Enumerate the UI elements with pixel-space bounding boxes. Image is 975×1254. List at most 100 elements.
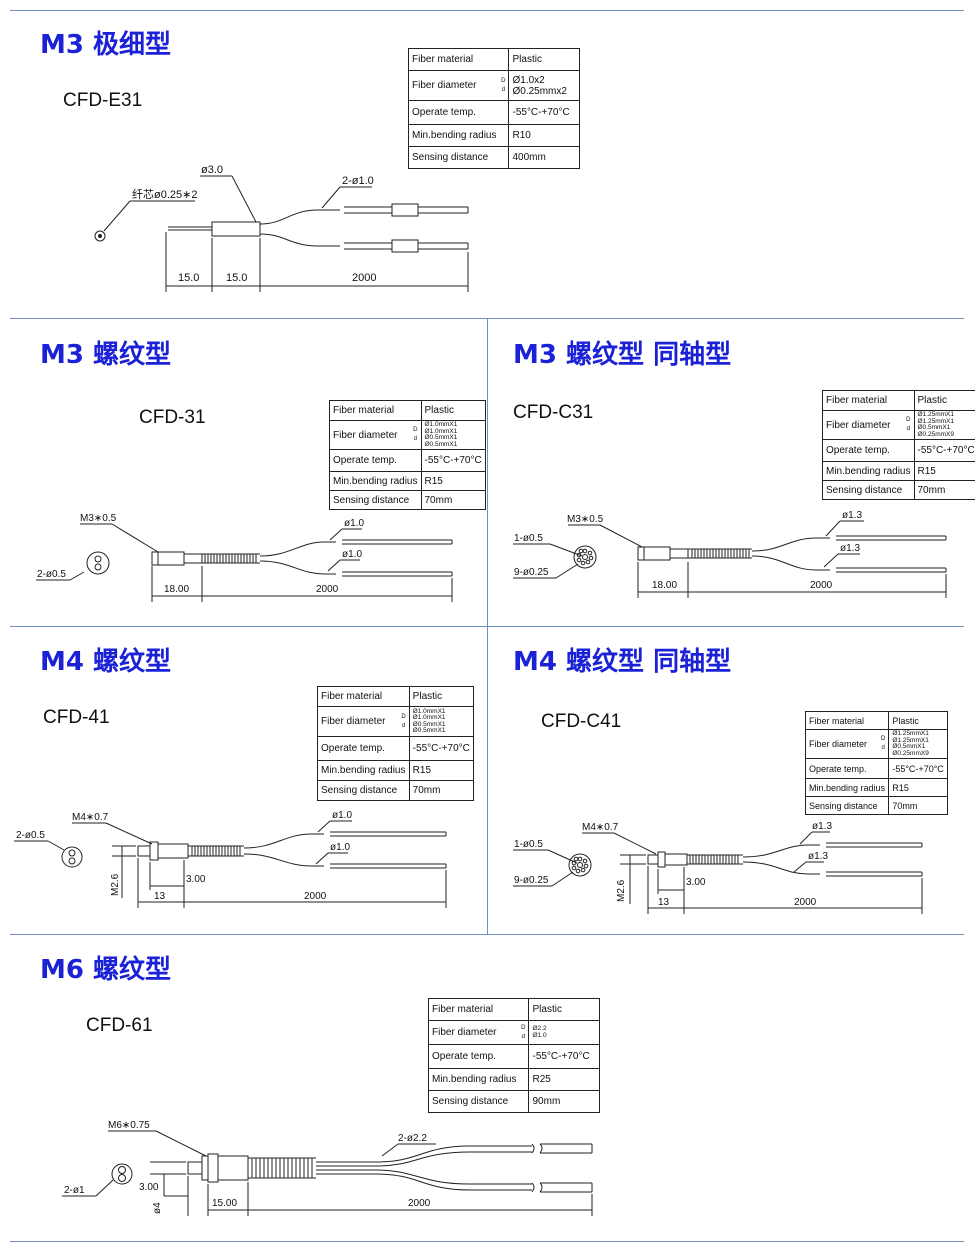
d-big: D xyxy=(413,427,418,433)
diameter-line: Ø1.0mmX1 xyxy=(412,707,446,715)
dimension-drawing: M3∗0.5 1-ø0.5 9-ø0.25 ø1.3 ø1.3 18.00 20… xyxy=(513,510,947,598)
d-small: d xyxy=(401,722,406,729)
spec-label: Sensing distance xyxy=(822,480,915,500)
dimension-drawing: M4∗0.7 2-ø0.5 ø1.0 ø1.0 M2.6 3.00 13 200… xyxy=(14,810,447,908)
spec-label-text: Fiber diameter xyxy=(333,429,398,441)
dimension-label: ø4 xyxy=(152,1202,163,1214)
divider xyxy=(10,10,964,11)
dimension-label: 2-ø0.5 xyxy=(37,569,66,580)
dimension-drawing: M6∗0.75 2-ø1 2-ø2.2 3.00 ø4 15.00 2000 xyxy=(62,1120,593,1216)
diameter-line: Ø0.25mmx2 xyxy=(512,85,567,97)
dimension-label: 2000 xyxy=(810,580,833,591)
model-number: CFD-C41 xyxy=(541,711,622,732)
d-big: D xyxy=(521,1024,526,1031)
dimension-label: 9-ø0.25 xyxy=(514,875,549,886)
diameter-line: Ø1.25mmX1 xyxy=(892,730,929,737)
dimension-label: 2000 xyxy=(352,272,376,284)
dimension-label: 2000 xyxy=(408,1198,431,1209)
column-divider xyxy=(487,318,488,934)
diameter-line: Ø1.0mmX1 xyxy=(424,421,458,428)
d-small: d xyxy=(501,86,505,93)
dimension-label: M4∗0.7 xyxy=(72,812,109,823)
model-number: CFD-61 xyxy=(86,1015,153,1036)
spec-value: 70mm xyxy=(888,796,948,815)
dimension-label: 2-ø2.2 xyxy=(398,1133,427,1144)
d-small: d xyxy=(413,436,417,442)
section-title: M3 螺纹型 同轴型 xyxy=(513,340,732,370)
dimension-drawing: M3∗0.5 2-ø0.5 ø1.0 ø1.0 18.00 2000 xyxy=(36,513,453,602)
model-number: CFD-E31 xyxy=(63,90,143,111)
diameter-line: Ø0.25mmX9 xyxy=(917,430,955,438)
section-title: M3 螺纹型 xyxy=(40,340,172,370)
spec-label: Sensing distance xyxy=(427,1090,530,1113)
section-title: M6 螺纹型 xyxy=(40,955,172,985)
spec-value: 90mm xyxy=(528,1090,600,1113)
divider xyxy=(10,934,964,935)
dimension-drawing: M4∗0.7 1-ø0.5 9-ø0.25 ø1.3 ø1.3 M2.6 3.0… xyxy=(513,821,923,914)
dimension-label: 18.00 xyxy=(652,580,677,591)
strain-relief xyxy=(204,554,257,563)
spec-label-text: Fiber diameter xyxy=(321,716,386,727)
dimension-label: M2.6 xyxy=(616,879,627,902)
dimension-label: 3.00 xyxy=(686,877,706,888)
spec-value: 70mm xyxy=(913,480,975,500)
dimension-label: ø3.0 xyxy=(201,164,223,176)
dimension-label: ø1.0 xyxy=(330,842,350,853)
diameter-line: Ø0.5mmX1 xyxy=(412,720,446,728)
model-number: CFD-41 xyxy=(43,707,110,728)
dimension-label: 13 xyxy=(154,891,166,902)
diameter-line: Ø1.0mmX1 xyxy=(424,427,458,435)
spec-label-text: Fiber diameter xyxy=(809,739,868,749)
dimension-drawing: 纤芯ø0.25∗2 ø3.0 2-ø1.0 15.0 15.0 2000 xyxy=(94,164,469,292)
diameter-line: Ø1.25mmX1 xyxy=(892,736,929,744)
d-small: d xyxy=(881,745,885,751)
dimension-label: ø1.3 xyxy=(840,543,860,554)
dimension-label: M3∗0.5 xyxy=(80,513,117,524)
dimension-label: 2-ø1.0 xyxy=(342,175,374,187)
d-big: D xyxy=(501,77,506,84)
d-big: D xyxy=(401,713,406,720)
dimension-label: 2000 xyxy=(794,897,817,908)
dimension-label: ø1.0 xyxy=(342,549,362,560)
dimension-label: 18.00 xyxy=(164,584,189,595)
dimension-label: 纤芯ø0.25∗2 xyxy=(132,187,197,201)
diameter-line: Ø1.25mmX1 xyxy=(917,411,955,418)
dimension-label: 2-ø0.5 xyxy=(16,830,45,841)
spec-label: Operate temp. xyxy=(407,100,510,125)
diameter-line: Ø0.5mmX1 xyxy=(917,424,951,431)
dimension-label: ø1.0 xyxy=(344,518,364,529)
spec-value: 70mm xyxy=(420,490,486,510)
dimension-label: ø1.3 xyxy=(842,510,862,521)
dimension-label: 2-ø1 xyxy=(64,1185,85,1196)
diameter-line: Ø1.0mmX1 xyxy=(412,714,446,721)
spec-label: Sensing distance xyxy=(317,780,410,801)
dimension-label: 15.00 xyxy=(212,1198,237,1209)
diameter-line: Ø1.0 xyxy=(532,1031,547,1039)
spec-label: Sensing distance xyxy=(804,796,890,815)
model-number: CFD-31 xyxy=(139,407,206,428)
dimension-label: M4∗0.7 xyxy=(582,822,619,833)
spec-value: 70mm xyxy=(408,780,475,801)
dimension-label: 15.0 xyxy=(226,272,247,284)
spec-value: -55°C-+70°C xyxy=(528,1044,600,1069)
spec-label: Sensing distance xyxy=(329,490,422,510)
diameter-line: Ø0.5mmX1 xyxy=(424,434,458,441)
spec-value: -55°C-+70°C xyxy=(408,736,475,761)
d-small: d xyxy=(521,1033,525,1040)
